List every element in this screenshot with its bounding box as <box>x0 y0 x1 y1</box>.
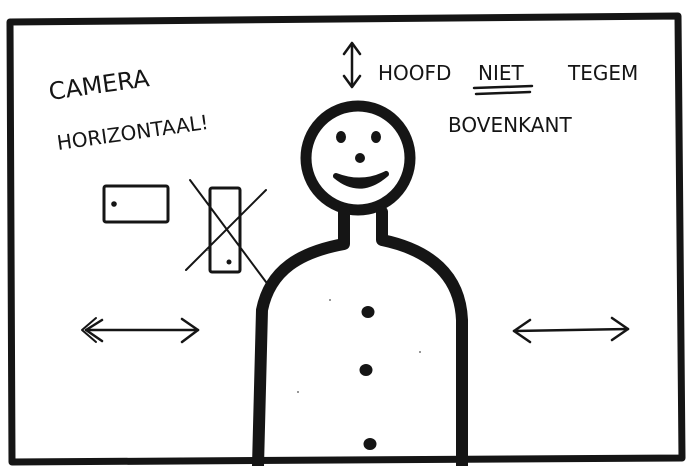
figure-buttons <box>360 306 377 450</box>
vertical-double-arrow-icon <box>344 43 360 87</box>
figure-body <box>258 212 462 466</box>
left-horizontal-arrow-icon <box>82 318 198 342</box>
phone-portrait-crossed-icon <box>186 180 266 282</box>
phone-landscape-icon <box>104 186 168 222</box>
note-against: TEGEM <box>567 61 638 85</box>
note-head: HOOFD <box>378 61 451 85</box>
note-not-underline <box>474 86 532 94</box>
note-camera: CAMERA <box>47 64 152 106</box>
figure-head <box>306 106 410 210</box>
note-top-edge: BOVENKANT <box>448 113 572 137</box>
note-not: NIET <box>478 61 524 85</box>
right-horizontal-arrow-icon <box>514 318 628 342</box>
note-horizontal: HORIZONTAAL! <box>55 110 210 155</box>
